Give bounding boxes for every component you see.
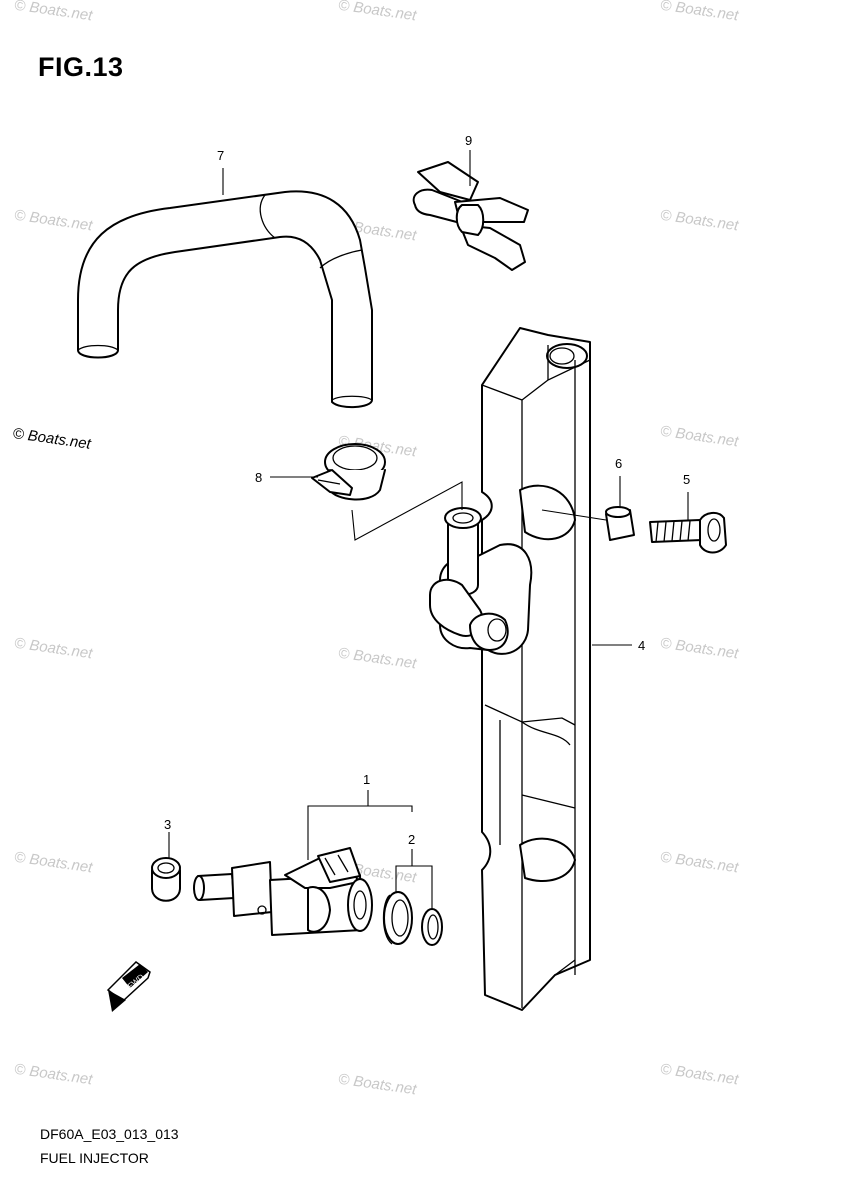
callout-5: 5 xyxy=(683,472,690,487)
part-4-fuel-rail[interactable] xyxy=(481,327,591,1011)
diagram-title: FUEL INJECTOR xyxy=(40,1150,149,1166)
callout-2: 2 xyxy=(408,832,415,847)
part-3-seal[interactable] xyxy=(151,857,181,902)
part-2-o-rings[interactable] xyxy=(382,891,443,946)
callout-7: 7 xyxy=(217,148,224,163)
part-5-bolt[interactable] xyxy=(649,512,727,554)
callout-4: 4 xyxy=(638,638,645,653)
fwd-arrow-icon: FWD xyxy=(106,961,151,1012)
callout-1: 1 xyxy=(363,772,370,787)
part-1-injector[interactable] xyxy=(193,847,373,936)
callout-8: 8 xyxy=(255,470,262,485)
callout-9: 9 xyxy=(465,133,472,148)
part-9-clip[interactable] xyxy=(412,161,529,271)
part-7-hose[interactable] xyxy=(77,190,373,408)
callout-3: 3 xyxy=(164,817,171,832)
diagram-code: DF60A_E03_013_013 xyxy=(40,1126,179,1142)
callout-6: 6 xyxy=(615,456,622,471)
callouts: 7 9 8 6 5 4 1 2 3 xyxy=(164,133,690,847)
rail-inlet-nipple xyxy=(429,507,533,655)
figure-title: FIG.13 xyxy=(38,52,124,82)
part-6-collar[interactable] xyxy=(605,506,635,541)
part-8-clamp[interactable] xyxy=(311,443,386,501)
leader-lines xyxy=(168,150,689,910)
